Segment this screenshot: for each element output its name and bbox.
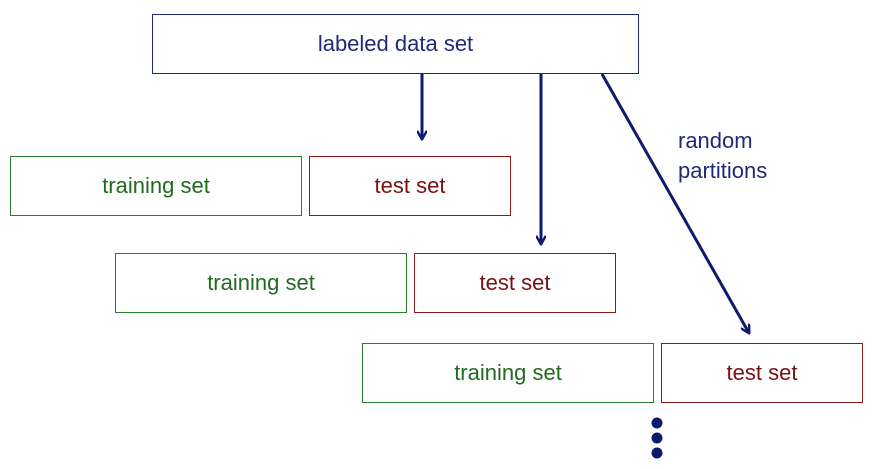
- random-partitions-annotation: random partitions: [678, 128, 768, 183]
- partition-1-test-set-label: test set: [374, 173, 446, 198]
- continuation-dot-2: [651, 432, 663, 444]
- partition-1-training-set-label: training set: [102, 173, 210, 198]
- labeled-data-set-label: labeled data set: [317, 31, 474, 56]
- partition-2-training-set-box: training set: [115, 253, 407, 313]
- partition-1-test-set-box: test set: [309, 156, 511, 216]
- partition-3-training-set-label: training set: [454, 360, 562, 385]
- partition-2-training-set-label: training set: [207, 270, 315, 295]
- partition-1-training-set-box: training set: [10, 156, 302, 216]
- continuation-dot-1: [651, 417, 663, 429]
- partition-2-test-set-label: test set: [479, 270, 551, 295]
- continuation-dot-3: [651, 447, 663, 459]
- partition-3-training-set-box: training set: [362, 343, 654, 403]
- labeled-data-set-box: labeled data set: [152, 14, 639, 74]
- partition-2-test-set-box: test set: [414, 253, 616, 313]
- partition-3-test-set-box: test set: [661, 343, 863, 403]
- partition-3-test-set-label: test set: [726, 360, 798, 385]
- arrow-to-partition-3: [600, 73, 749, 333]
